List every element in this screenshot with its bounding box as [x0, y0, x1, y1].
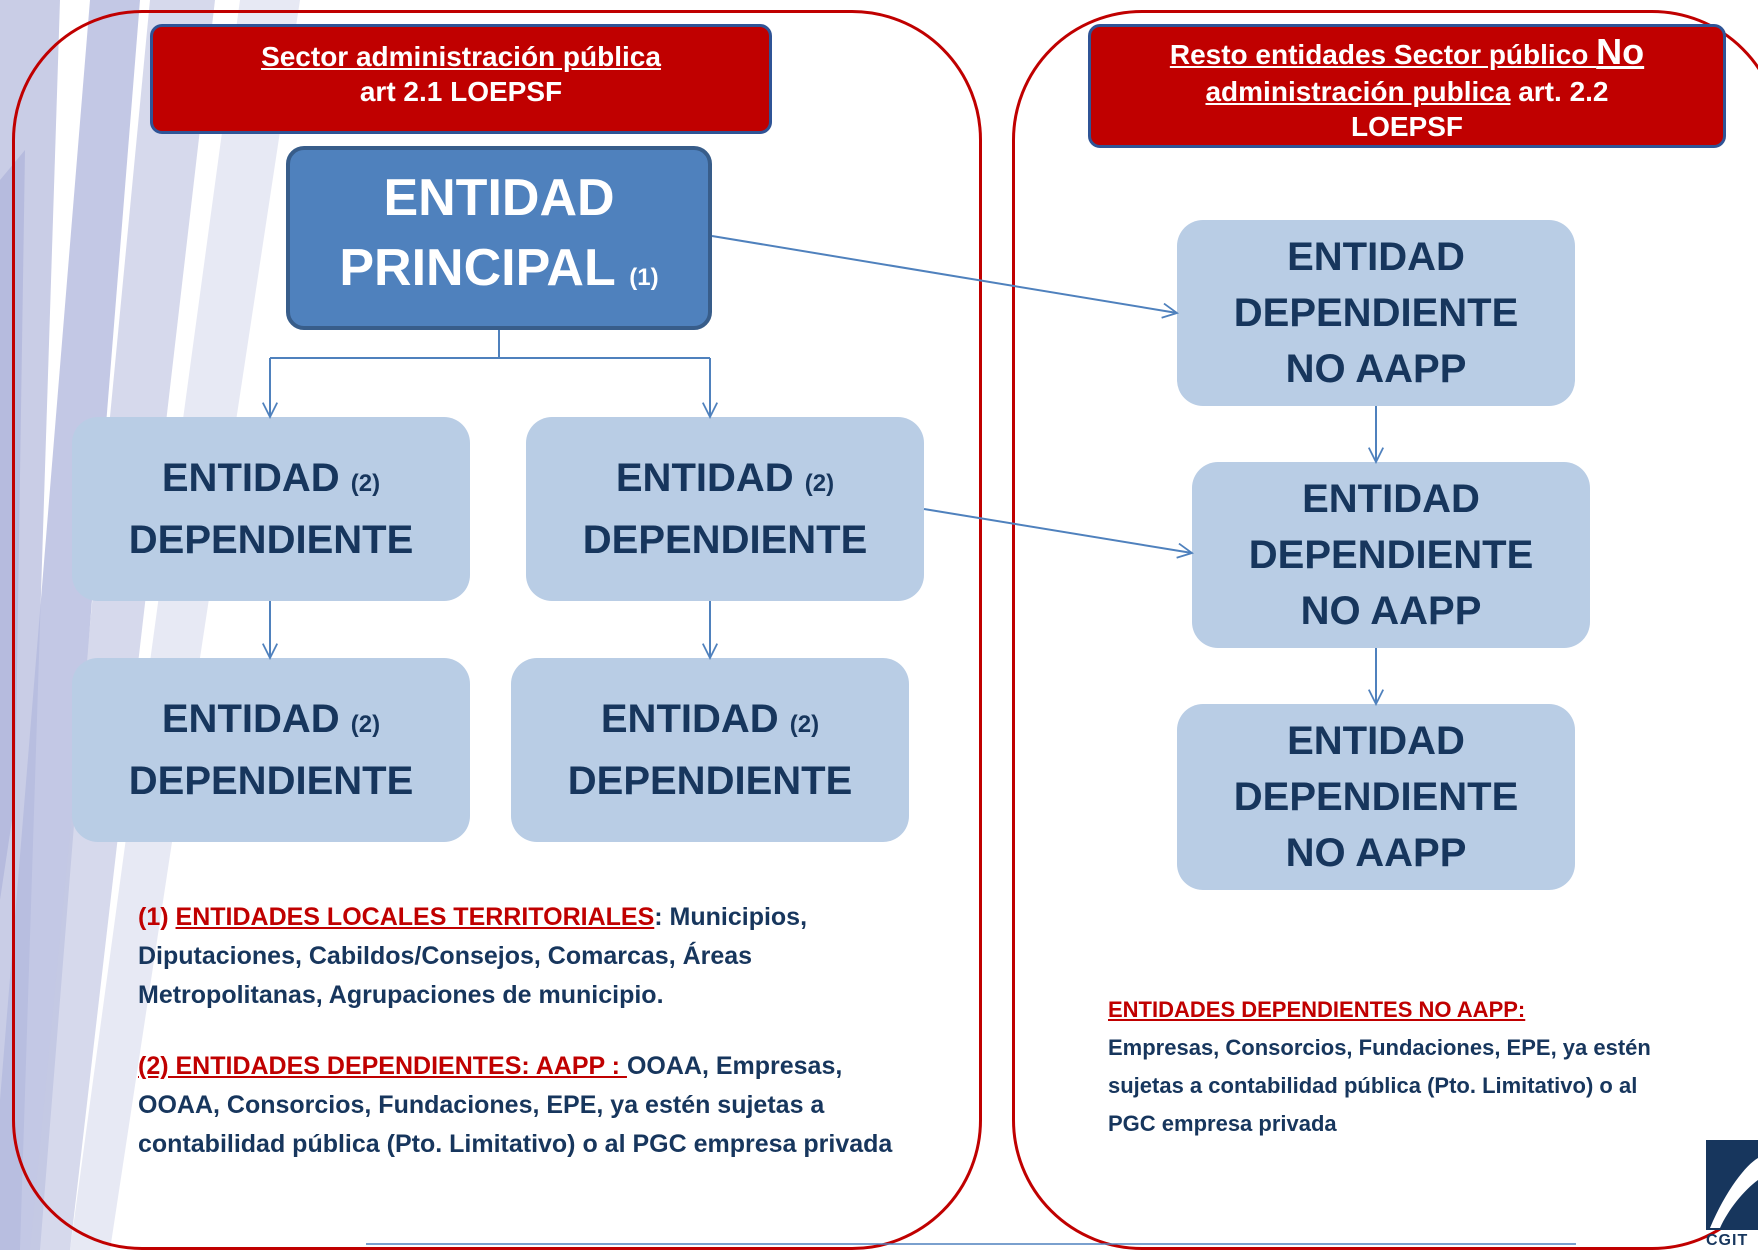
- non-aapp-entity-box-2: ENTIDAD DEPENDIENTE NO AAPP: [1192, 462, 1590, 648]
- left-panel-frame: [12, 10, 982, 1250]
- left-header-title: Sector administración pública: [261, 41, 661, 72]
- footnote-1-marker: (1): [138, 903, 169, 931]
- non-aapp-entity-qualifier: NO AAPP: [1285, 831, 1467, 875]
- non-aapp-entity-qualifier: NO AAPP: [1300, 589, 1482, 633]
- dependent-entity-label: ENTIDAD: [161, 697, 340, 741]
- right-panel-frame: [1012, 10, 1758, 1250]
- dependent-entity-marker: (2): [350, 711, 381, 738]
- dependent-entity-box-3: ENTIDAD (2) DEPENDIENTE: [72, 658, 470, 842]
- right-panel-header: Resto entidades Sector público No admini…: [1088, 24, 1726, 148]
- principal-label-line1: ENTIDAD: [383, 169, 615, 227]
- non-aapp-entity-type: DEPENDIENTE: [1248, 533, 1534, 577]
- footnote-2-text: OOAA, Empresas, OOAA, Consorcios, Fundac…: [138, 1052, 893, 1158]
- dependent-entity-type: DEPENDIENTE: [582, 518, 868, 562]
- dependent-entity-type: DEPENDIENTE: [567, 759, 853, 803]
- organization-logo: CGIT: [1706, 1140, 1758, 1250]
- dependent-entity-type: DEPENDIENTE: [128, 518, 414, 562]
- dependent-entity-marker: (2): [789, 711, 820, 738]
- left-header-article: art 2.1 LOEPSF: [359, 76, 563, 107]
- right-header-title: Resto entidades Sector público: [1169, 39, 1597, 70]
- right-header-no: No: [1596, 31, 1645, 72]
- non-aapp-entity-box-3: ENTIDAD DEPENDIENTE NO AAPP: [1177, 704, 1575, 890]
- non-aapp-entity-label: ENTIDAD: [1302, 477, 1480, 521]
- footnote-1-title: ENTIDADES LOCALES TERRITORIALES: [175, 903, 655, 931]
- dependent-entity-box-2: ENTIDAD (2) DEPENDIENTE: [526, 417, 924, 601]
- right-footnote: ENTIDADES DEPENDIENTES NO AAPP: Empresas…: [1108, 991, 1668, 1143]
- right-header-law: LOEPSF: [1350, 111, 1463, 142]
- logo-swoosh-icon: [1706, 1140, 1758, 1230]
- non-aapp-entity-label: ENTIDAD: [1287, 235, 1465, 279]
- logo-text: CGIT: [1706, 1232, 1749, 1249]
- dependent-entity-box-1: ENTIDAD (2) DEPENDIENTE: [72, 417, 470, 601]
- footnote-1-text: : Municipios, Diputaciones, Cabildos/Con…: [138, 903, 808, 1009]
- principal-marker: (1): [629, 264, 659, 291]
- right-header-subtitle: administración publica: [1205, 76, 1511, 107]
- principal-entity-box: ENTIDAD PRINCIPAL (1): [286, 146, 712, 330]
- footnote-2: (2) ENTIDADES DEPENDIENTES: AAPP : OOAA,…: [138, 1047, 918, 1164]
- non-aapp-entity-type: DEPENDIENTE: [1233, 291, 1519, 335]
- left-panel-header: Sector administración pública art 2.1 LO…: [150, 24, 772, 134]
- dependent-entity-label: ENTIDAD: [600, 697, 779, 741]
- dependent-entity-label: ENTIDAD: [161, 456, 340, 500]
- principal-label-line2: PRINCIPAL: [339, 239, 615, 297]
- dependent-entity-box-4: ENTIDAD (2) DEPENDIENTE: [511, 658, 909, 842]
- non-aapp-entity-type: DEPENDIENTE: [1233, 775, 1519, 819]
- non-aapp-entity-box-1: ENTIDAD DEPENDIENTE NO AAPP: [1177, 220, 1575, 406]
- footnote-1: (1) ENTIDADES LOCALES TERRITORIALES: Mun…: [138, 898, 918, 1015]
- footnote-2-title: (2) ENTIDADES DEPENDIENTES: AAPP :: [138, 1052, 627, 1080]
- right-footnote-title: ENTIDADES DEPENDIENTES NO AAPP:: [1108, 997, 1526, 1022]
- non-aapp-entity-label: ENTIDAD: [1287, 719, 1465, 763]
- dependent-entity-label: ENTIDAD: [615, 456, 794, 500]
- dependent-entity-type: DEPENDIENTE: [128, 759, 414, 803]
- right-header-article: art. 2.2: [1510, 76, 1609, 107]
- dependent-entity-marker: (2): [350, 470, 381, 497]
- non-aapp-entity-qualifier: NO AAPP: [1285, 347, 1467, 391]
- right-footnote-text: Empresas, Consorcios, Fundaciones, EPE, …: [1108, 1035, 1651, 1136]
- dependent-entity-marker: (2): [804, 470, 835, 497]
